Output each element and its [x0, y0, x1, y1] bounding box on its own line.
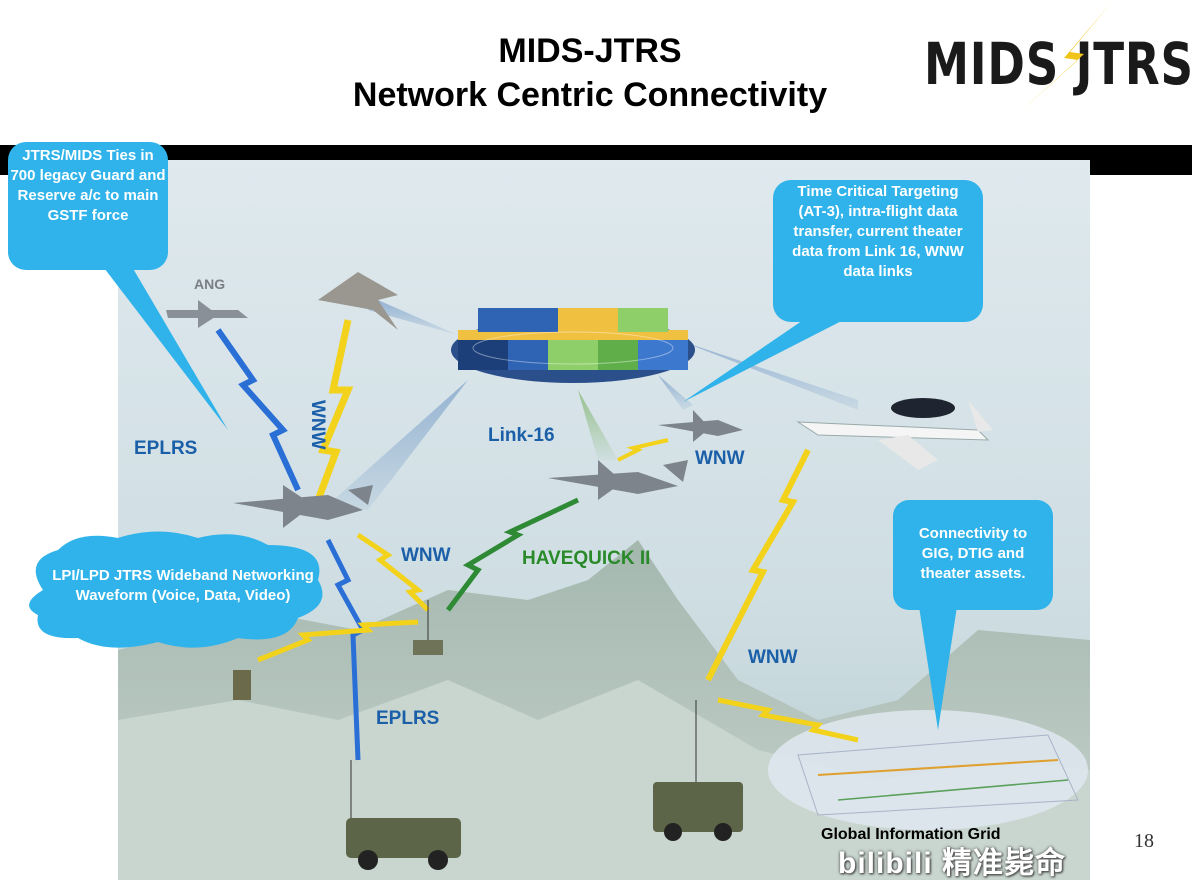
title-line-2: Network Centric Connectivity	[352, 76, 828, 114]
label-eplrs-top: EPLRS	[134, 438, 198, 459]
logo-text: MIDS JTRS	[924, 30, 1194, 98]
watermark: bilibili 精准毙命	[838, 847, 1066, 880]
lightning-bolt-icon	[1020, 2, 1112, 112]
f16-lead-aircraft	[233, 485, 373, 528]
label-wnw-center: WNW	[401, 545, 451, 566]
label-wnw-bottom: WNW	[748, 647, 798, 668]
label-wnw-right: WNW	[695, 448, 745, 469]
label-link16: Link-16	[488, 425, 555, 446]
callout-time-critical-targeting: Time Critical Targeting (AT-3), intra-fl…	[792, 183, 964, 280]
awacs-aircraft	[796, 398, 993, 470]
callout-gig-connectivity: Connectivity to GIG, DTIG and theater as…	[918, 525, 1028, 582]
link16-timeslot-ring	[451, 308, 695, 383]
page-number: 18	[1134, 830, 1154, 852]
f16-right-aircraft	[658, 410, 743, 442]
title-line-1: MIDS-JTRS	[498, 32, 682, 70]
label-wnw-vertical: WNW	[307, 400, 328, 450]
radio-vehicle-small	[413, 600, 443, 655]
callout-bubbles	[8, 142, 1053, 730]
humvee-vehicle	[346, 760, 461, 870]
soldier-unit	[233, 670, 251, 700]
f22-aircraft	[318, 272, 398, 330]
label-havequick: HAVEQUICK II	[522, 548, 651, 569]
callout-guard-reserve: JTRS/MIDS Ties in 700 legacy Guard and R…	[10, 147, 166, 224]
label-ang: ANG	[194, 276, 226, 292]
f16-ang-aircraft	[166, 300, 248, 328]
shelter-vehicle	[653, 700, 743, 841]
callout-wideband-waveform: LPI/LPD JTRS Wideband Networking Wavefor…	[52, 567, 314, 604]
label-eplrs-bottom: EPLRS	[376, 708, 440, 729]
network-diagram: JTRS/MIDS Ties in 700 legacy Guard and R…	[8, 142, 1090, 880]
label-global-information-grid: Global Information Grid	[821, 826, 1001, 843]
mids-jtrs-logo: MIDS JTRS	[920, 0, 1194, 118]
f16-center-aircraft	[548, 460, 688, 500]
